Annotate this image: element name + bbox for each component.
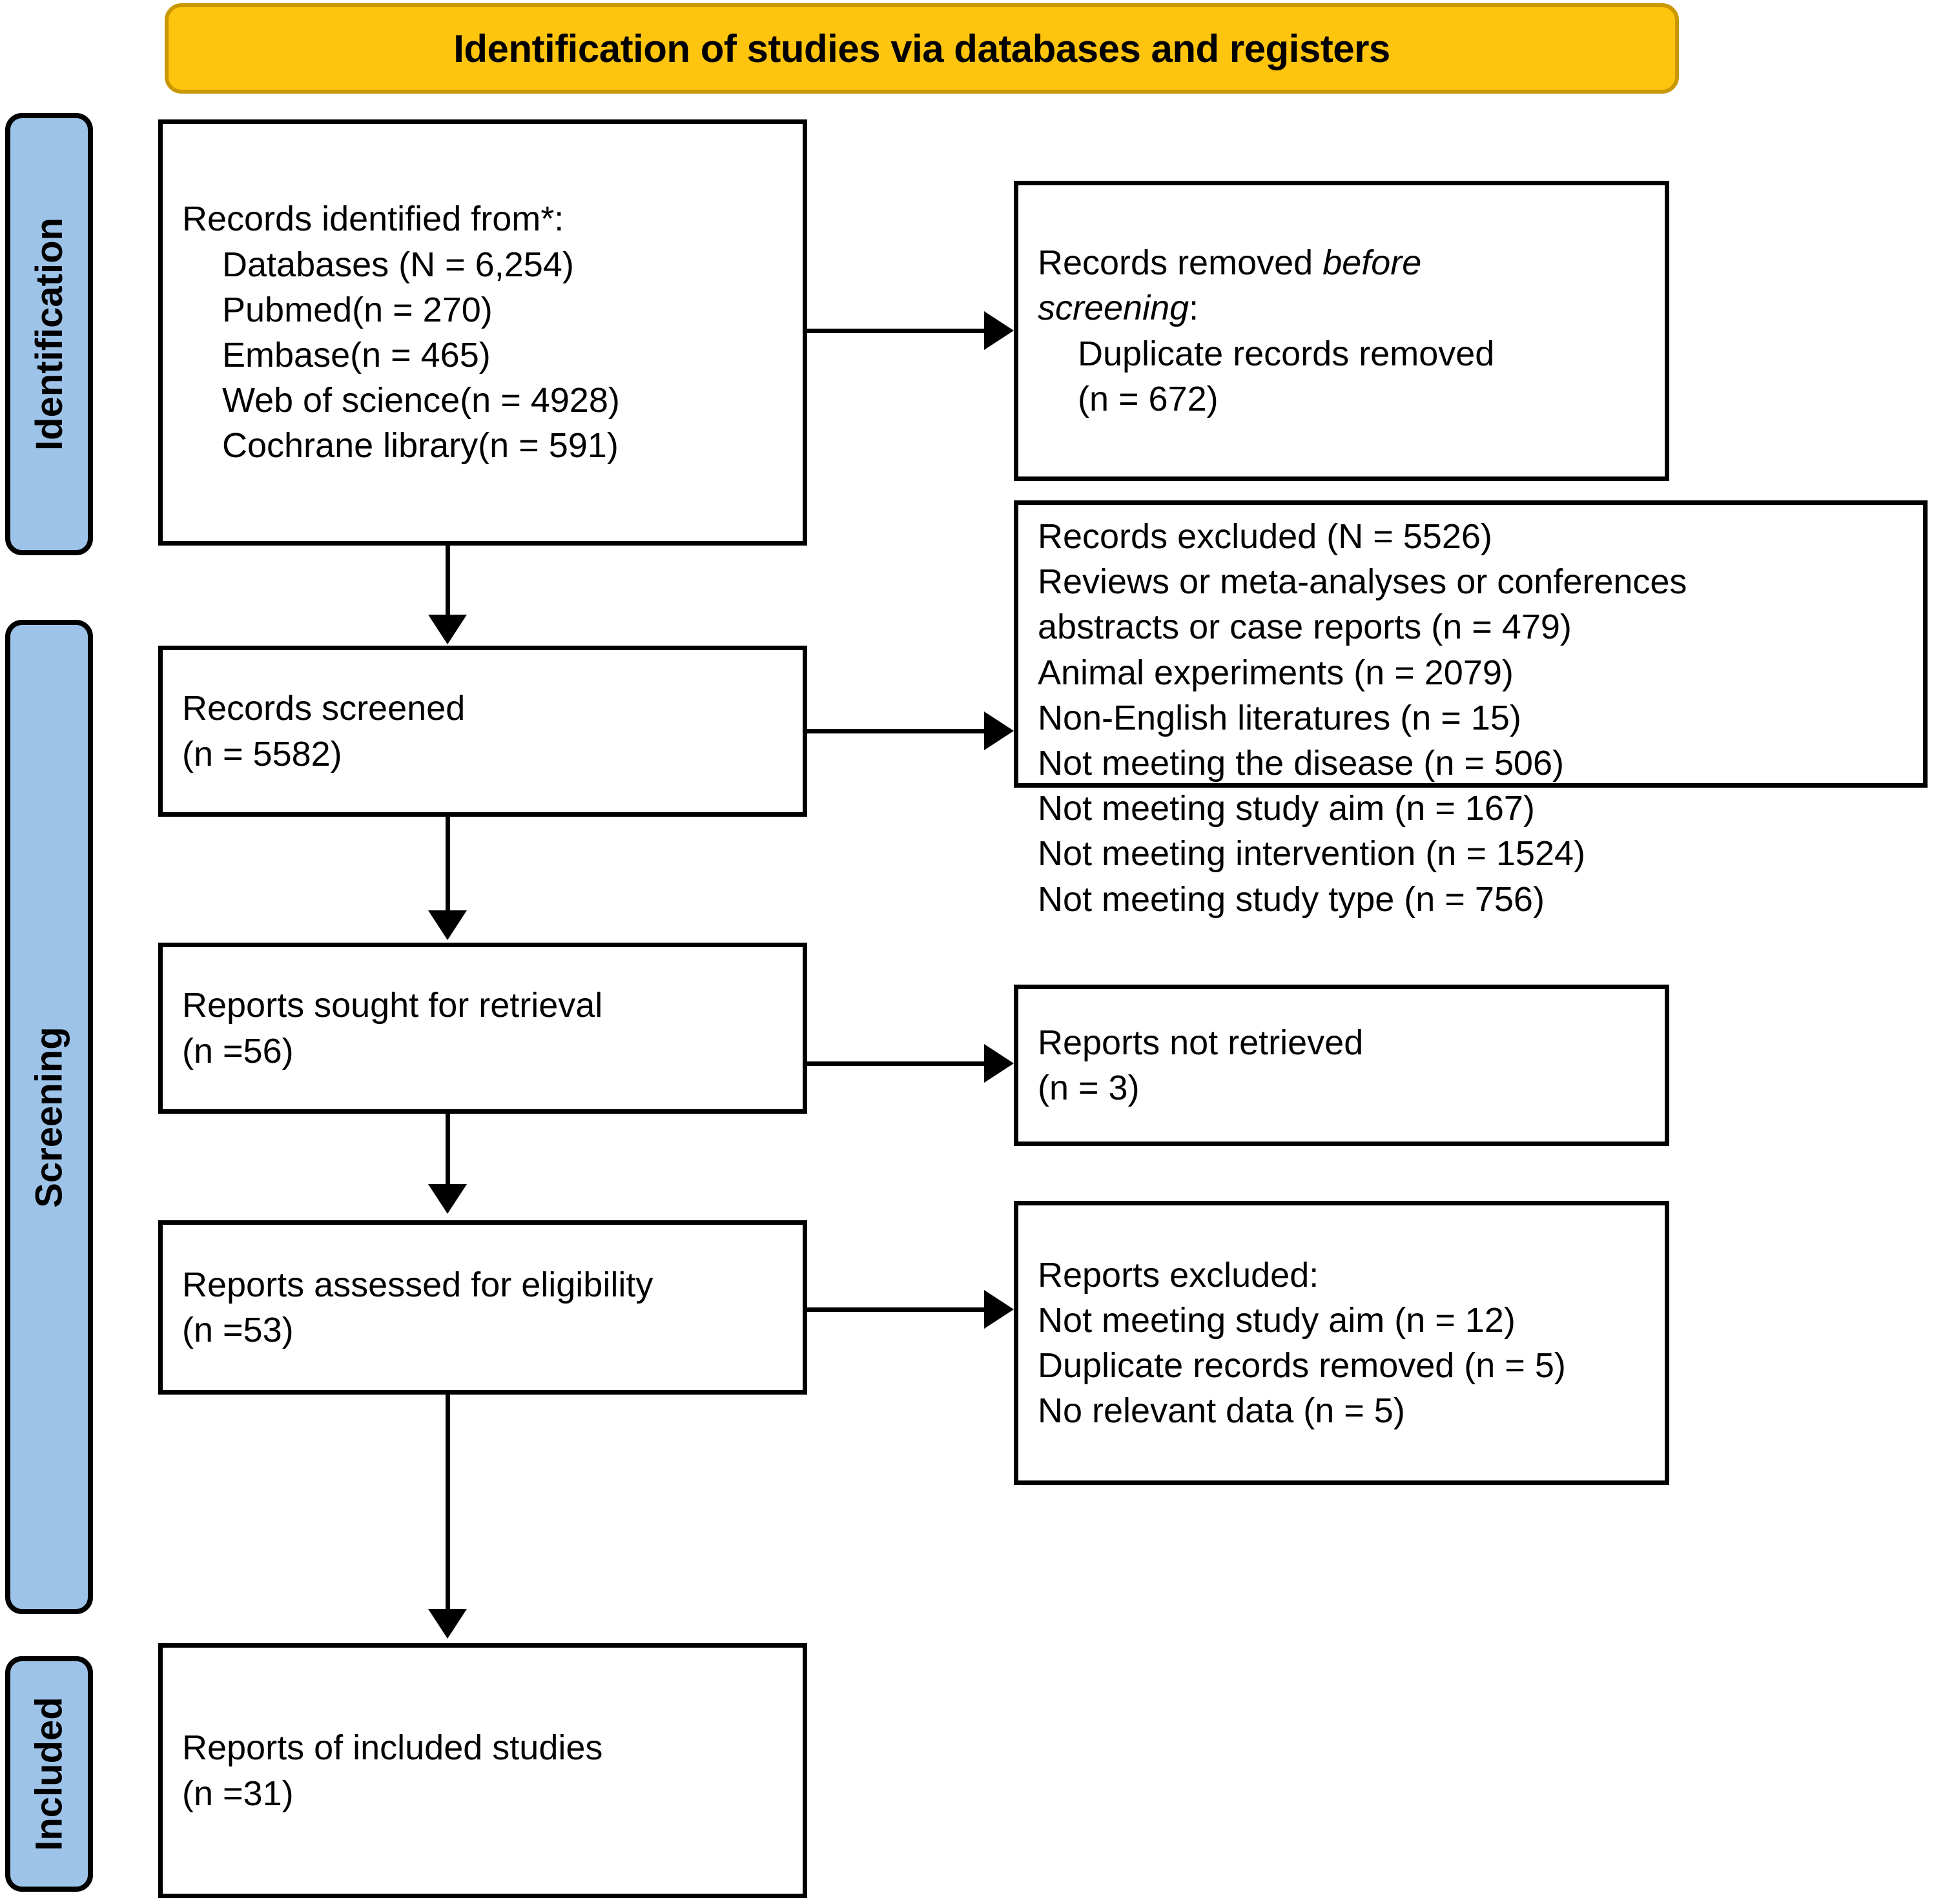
arrowhead-screened-to-sought (428, 910, 467, 940)
reports-excluded-heading: Reports excluded: (1038, 1255, 1319, 1295)
stage-identification-text: Identification (28, 218, 70, 451)
box-reports-sought-for-retrieval: Reports sought for retrieval (n =56) (158, 943, 807, 1114)
arrowhead-sought-to-not-retrieved (984, 1044, 1014, 1083)
records-screened-count: (n = 5582) (182, 734, 342, 773)
records-identified-item-pubmed: Pubmed(n = 270) (222, 290, 493, 329)
reports-excluded-duplicate: Duplicate records removed (n = 5) (1038, 1346, 1566, 1385)
reports-excluded-no-relevant-data: No relevant data (n = 5) (1038, 1391, 1405, 1431)
box-records-identified: Records identified from*: Databases (N =… (158, 119, 807, 546)
box-reports-of-included-studies: Reports of included studies (n =31) (158, 1643, 807, 1898)
records-excluded-animal: Animal experiments (n = 2079) (1038, 653, 1514, 692)
connector-sought-to-assessed (446, 1114, 450, 1186)
connector-assessed-to-included (446, 1395, 450, 1611)
connector-screened-to-sought (446, 817, 450, 912)
records-identified-item-databases: Databases (N = 6,254) (222, 245, 574, 284)
records-identified-heading: Records identified from*: (182, 200, 564, 239)
records-excluded-disease: Not meeting the disease (n = 506) (1038, 743, 1564, 783)
arrowhead-assessed-to-reports-excluded (984, 1290, 1014, 1329)
box-reports-excluded: Reports excluded: Not meeting study aim … (1014, 1201, 1669, 1485)
box-records-removed-before-screening: Records removed before screening: Duplic… (1014, 181, 1669, 481)
connector-identified-to-screened (446, 546, 450, 618)
records-excluded-reviews-line1: Reviews or meta-analyses or conferences (1038, 562, 1687, 602)
stage-screening-text: Screening (28, 1026, 70, 1208)
records-identified-item-embase: Embase(n = 465) (222, 336, 491, 374)
reports-sought-label: Reports sought for retrieval (182, 986, 603, 1025)
connector-assessed-to-reports-excluded (805, 1307, 986, 1312)
records-excluded-reviews-line2: abstracts or case reports (n = 479) (1038, 608, 1572, 647)
arrowhead-sought-to-assessed (428, 1184, 467, 1214)
reports-not-retrieved-label: Reports not retrieved (1038, 1023, 1364, 1062)
stage-included-text: Included (28, 1697, 70, 1851)
records-excluded-intervention: Not meeting intervention (n = 1524) (1038, 834, 1585, 874)
arrowhead-identified-to-removed (984, 311, 1014, 350)
reports-assessed-label: Reports assessed for eligibility (182, 1265, 653, 1304)
stage-label-screening: Screening (5, 620, 93, 1614)
box-reports-not-retrieved: Reports not retrieved (n = 3) (1014, 985, 1669, 1146)
records-removed-heading-line1: Records removed before (1038, 240, 1645, 285)
records-removed-duplicate-count: (n = 672) (1078, 379, 1219, 418)
records-removed-italic-screening: screening (1038, 289, 1189, 328)
records-identified-item-cochrane: Cochrane library(n = 591) (222, 426, 619, 466)
records-removed-italic-before: before (1322, 243, 1422, 283)
arrowhead-screened-to-excluded (984, 711, 1014, 750)
included-studies-label: Reports of included studies (182, 1728, 603, 1768)
included-studies-count: (n =31) (182, 1774, 294, 1813)
records-removed-heading-line2: screening: (1038, 285, 1645, 331)
connector-identified-to-removed (805, 329, 986, 333)
box-reports-assessed-for-eligibility: Reports assessed for eligibility (n =53) (158, 1220, 807, 1395)
box-records-screened: Records screened (n = 5582) (158, 646, 807, 817)
diagram-title: Identification of studies via databases … (453, 26, 1390, 70)
reports-assessed-count: (n =53) (182, 1311, 294, 1349)
records-excluded-study-type: Not meeting study type (n = 756) (1038, 879, 1545, 919)
reports-excluded-study-aim: Not meeting study aim (n = 12) (1038, 1300, 1516, 1340)
arrowhead-assessed-to-included (428, 1609, 467, 1639)
arrowhead-identified-to-screened (428, 615, 467, 644)
records-removed-prefix: Records removed (1038, 243, 1323, 283)
connector-screened-to-excluded (805, 729, 986, 733)
records-removed-colon: : (1189, 289, 1199, 328)
reports-sought-count: (n =56) (182, 1031, 294, 1070)
records-screened-label: Records screened (182, 689, 466, 728)
stage-label-identification: Identification (5, 113, 93, 555)
records-excluded-study-aim: Not meeting study aim (n = 167) (1038, 789, 1535, 828)
records-identified-item-web-of-science: Web of science(n = 4928) (222, 381, 620, 420)
box-records-excluded: Records excluded (N = 5526) Reviews or m… (1014, 500, 1928, 919)
diagram-header-banner: Identification of studies via databases … (165, 3, 1679, 94)
records-excluded-non-english: Non-English literatures (n = 15) (1038, 698, 1521, 737)
records-removed-duplicate-label: Duplicate records removed (1078, 334, 1495, 373)
connector-sought-to-not-retrieved (805, 1061, 986, 1066)
stage-label-included: Included (5, 1656, 93, 1892)
reports-not-retrieved-count: (n = 3) (1038, 1069, 1140, 1107)
records-excluded-total: Records excluded (N = 5526) (1038, 517, 1492, 556)
